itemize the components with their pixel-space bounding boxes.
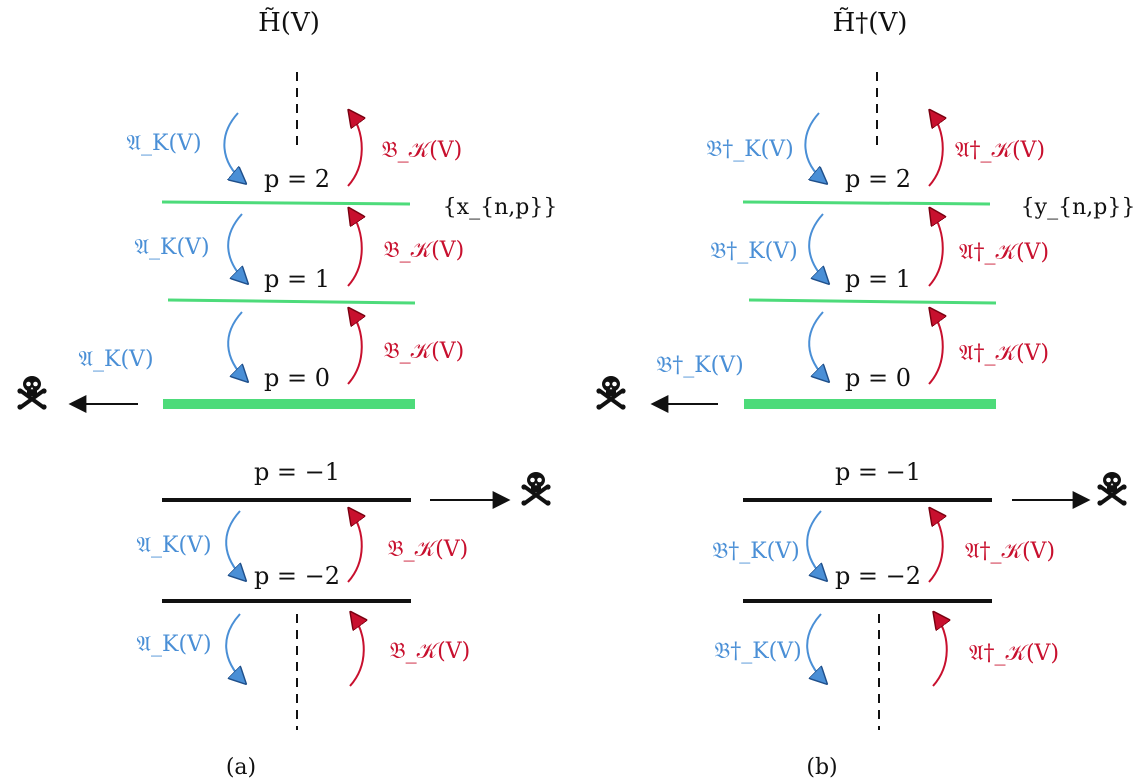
- panel-b-title: H̃†(V): [833, 7, 908, 38]
- panel-b-level-label-1: p = 1: [845, 265, 911, 293]
- panel-a-blue-arrow-m2: [225, 510, 244, 579]
- panel-a-caption: (a): [226, 755, 256, 780]
- panel-a-red-label: 𝔅_𝒦(V): [382, 138, 462, 163]
- panel-b-blue-label: 𝔅†_K(V): [714, 639, 801, 664]
- panel-a-red-arrow-0: [348, 310, 362, 385]
- panel-b-blue-arrow-m2: [806, 510, 825, 579]
- panel-a-blue-label: 𝔄_K(V): [136, 632, 211, 657]
- panel-b-red-arrow-1: [929, 210, 943, 287]
- skull-crossbones-icon: [1095, 470, 1129, 508]
- panel-b-set-label: {y_{n,p}}: [1021, 195, 1135, 220]
- panel-b-red-label: 𝔄†_𝒦(V): [965, 539, 1055, 564]
- panel-b-level-label-2: p = 2: [845, 165, 911, 193]
- panel-a-level-line-2: [161, 200, 411, 206]
- skull-crossbones-icon: [594, 374, 628, 412]
- panel-b-red-arrow-0: [929, 310, 943, 385]
- panel-a-level-label-m1: p = −1: [254, 458, 340, 486]
- panel-b-red-label: 𝔄†_𝒦(V): [959, 240, 1049, 265]
- panel-a-level-label-1: p = 1: [264, 265, 330, 293]
- panel-b-red-label: 𝔄†_𝒦(V): [955, 138, 1045, 163]
- panel-a-blue-arrow-1: [227, 213, 246, 282]
- panel-a-blue-label: 𝔄_K(V): [126, 131, 201, 156]
- panel-b-blue-label: 𝔅†_K(V): [710, 239, 797, 264]
- panel-b-red-label: 𝔄†_𝒦(V): [959, 341, 1049, 366]
- panel-a: H̃(V) p = 2 p = 1 p = 0 p = −1 p = −2 {x…: [15, 7, 558, 780]
- panel-a-red-label: 𝔅_𝒦(V): [390, 639, 470, 664]
- panel-b-red-arrow-2: [929, 112, 943, 187]
- panel-a-title: H̃(V): [258, 7, 320, 38]
- panel-a-level-label-0: p = 0: [264, 364, 330, 392]
- panel-b-blue-label: 𝔅†_K(V): [706, 137, 793, 162]
- panel-a-blue-label: 𝔄_K(V): [134, 235, 209, 260]
- skull-crossbones-icon: [519, 470, 553, 508]
- panel-a-blue-arrow-m3: [225, 613, 244, 682]
- panel-a-blue-label: 𝔄_K(V): [78, 347, 153, 372]
- panel-a-set-label: {x_{n,p}}: [443, 195, 558, 220]
- panel-b-caption: (b): [806, 755, 837, 780]
- panel-a-red-arrow-2: [348, 112, 362, 187]
- panel-a-red-arrow-m3: [350, 614, 364, 687]
- panel-b: H̃†(V) p = 2 p = 1 p = 0 p = −1 p = −2 {…: [594, 7, 1135, 780]
- panel-a-level-label-2: p = 2: [264, 165, 330, 193]
- skull-crossbones-icon: [15, 374, 49, 412]
- panel-a-red-label: 𝔅_𝒦(V): [384, 238, 464, 263]
- panel-a-blue-arrow-2: [223, 112, 244, 182]
- panel-a-level-label-m2: p = −2: [254, 562, 340, 590]
- panel-b-level-line-1: [748, 298, 997, 305]
- panel-a-red-label: 𝔅_𝒦(V): [388, 537, 468, 562]
- panel-b-level-line-2: [742, 200, 991, 206]
- panel-a-red-label: 𝔅_𝒦(V): [384, 339, 464, 364]
- panel-a-red-arrow-m2: [348, 510, 362, 583]
- panel-b-blue-label: 𝔅†_K(V): [712, 539, 799, 564]
- panel-b-blue-arrow-0: [808, 311, 827, 380]
- panel-b-red-arrow-m3: [933, 614, 947, 687]
- panel-b-level-label-m2: p = −2: [835, 562, 921, 590]
- panel-a-blue-arrow-0: [227, 311, 246, 380]
- panel-a-level-line-1: [167, 298, 416, 305]
- panel-b-level-label-m1: p = −1: [835, 458, 921, 486]
- panel-b-blue-arrow-1: [808, 213, 827, 282]
- panel-a-red-arrow-1: [348, 210, 362, 287]
- panel-a-blue-label: 𝔄_K(V): [136, 533, 211, 558]
- panel-b-red-arrow-m2: [929, 510, 943, 583]
- panel-b-blue-arrow-2: [804, 112, 825, 182]
- panel-b-red-label: 𝔄†_𝒦(V): [969, 641, 1059, 666]
- panel-b-blue-arrow-m3: [806, 613, 825, 682]
- panel-b-level-label-0: p = 0: [845, 364, 911, 392]
- panel-b-blue-label: 𝔅†_K(V): [656, 353, 743, 378]
